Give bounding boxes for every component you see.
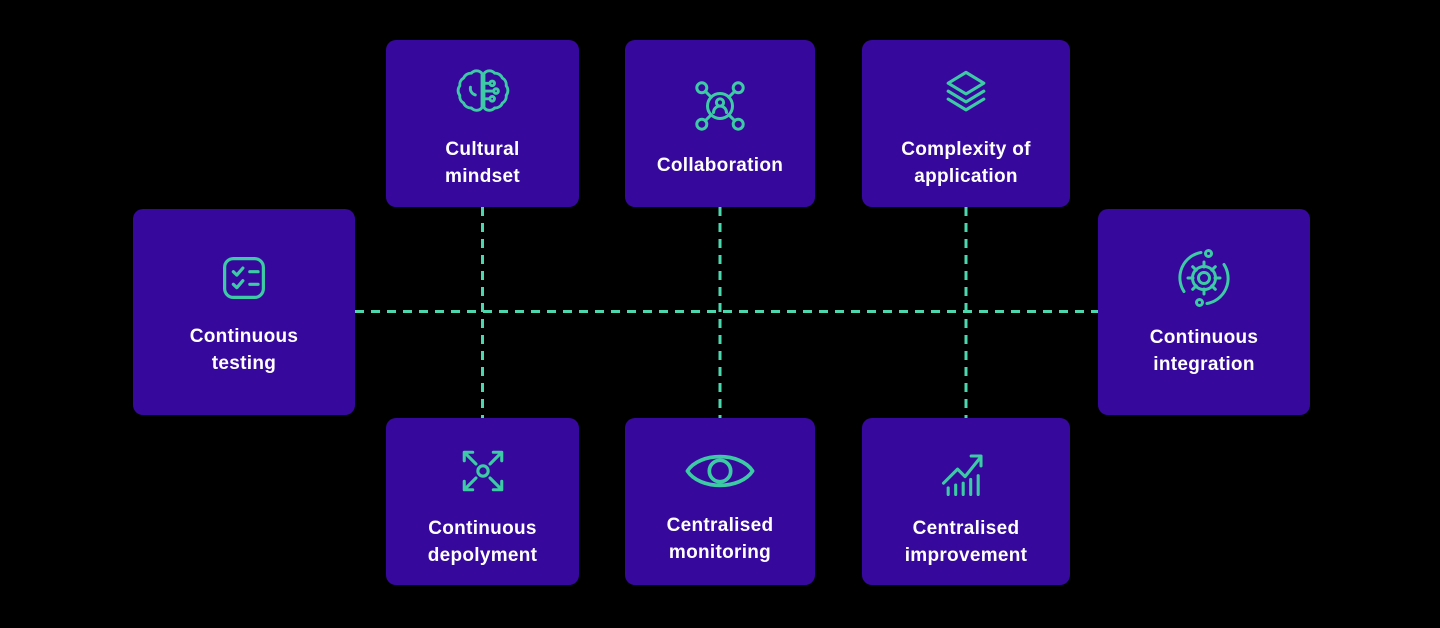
label-line: Collaboration <box>656 155 784 176</box>
card-continuous-testing: Continuous testing <box>133 209 355 415</box>
label-line: integration <box>1153 354 1255 375</box>
network-people-icon <box>695 81 745 131</box>
card-cultural-mindset: Cultural mindset <box>386 40 579 207</box>
label-line: Centralised <box>912 517 1020 539</box>
card-label: Cultural mindset <box>445 136 520 190</box>
gear-sync-icon <box>1178 249 1230 307</box>
card-label: Continuous integration <box>1150 324 1259 378</box>
card-label: Centralised monitoring <box>667 512 774 566</box>
label-line: testing <box>211 353 277 374</box>
card-label: Continuous depolyment <box>428 515 538 569</box>
eye-icon <box>685 454 755 487</box>
card-continuous-integration: Continuous integration <box>1098 209 1310 415</box>
label-line: monitoring <box>668 541 772 563</box>
card-continuous-depolyment: Continuous depolyment <box>386 418 579 585</box>
label-line: application <box>914 165 1018 187</box>
label-line: mindset <box>445 165 520 187</box>
expand-arrows-icon <box>462 450 503 491</box>
card-label: Complexity of application <box>901 136 1031 190</box>
label-line: Cultural <box>445 138 520 160</box>
layers-icon <box>946 70 986 111</box>
card-complexity-of-application: Complexity of application <box>862 40 1070 207</box>
card-label: Collaboration <box>657 152 783 179</box>
card-centralised-monitoring: Centralised monitoring <box>625 418 815 585</box>
checklist-icon <box>223 257 265 299</box>
label-line: Continuous <box>1149 327 1259 348</box>
label-line: Continuous <box>189 326 299 347</box>
brain-circuit-icon <box>456 68 509 112</box>
label-line: Complexity of <box>901 138 1031 160</box>
label-line: improvement <box>904 544 1028 566</box>
card-centralised-improvement: Centralised improvement <box>862 418 1070 585</box>
growth-chart-icon <box>941 453 983 496</box>
card-collaboration: Collaboration <box>625 40 815 207</box>
label-line: Centralised <box>666 514 774 536</box>
card-label: Centralised improvement <box>905 515 1028 569</box>
label-line: Continuous <box>428 517 537 539</box>
card-label: Continuous testing <box>190 323 299 377</box>
label-line: depolyment <box>427 544 538 566</box>
